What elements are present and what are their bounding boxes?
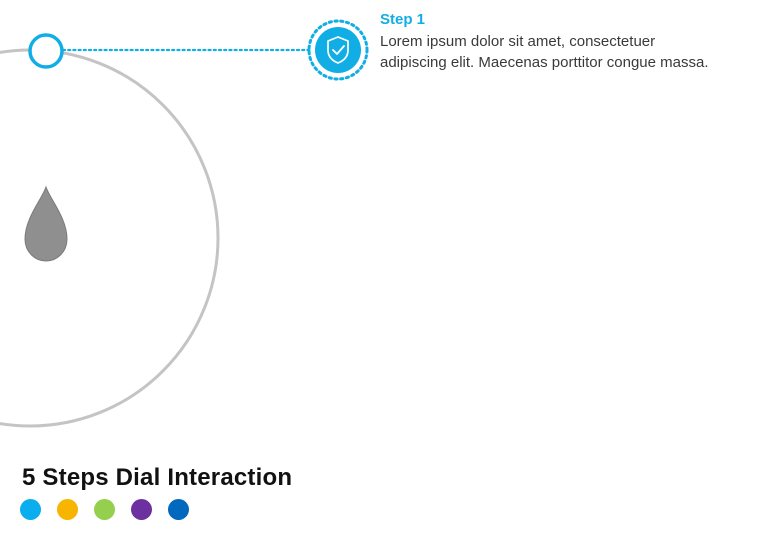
droplet-pointer-icon[interactable] <box>24 185 68 262</box>
step-badge <box>307 19 369 81</box>
step-card: Step 1 Lorem ipsum dolor sit amet, conse… <box>380 10 710 73</box>
step-marker[interactable] <box>28 33 64 69</box>
step-description: Lorem ipsum dolor sit amet, consectetuer… <box>380 33 709 71</box>
step-title: Step 1 <box>380 11 426 28</box>
step-dot-5[interactable] <box>168 499 189 520</box>
step-dot-3[interactable] <box>94 499 115 520</box>
step-badge-fill <box>315 27 361 73</box>
step-color-dots <box>20 499 189 520</box>
step-dot-4[interactable] <box>131 499 152 520</box>
step-dot-2[interactable] <box>57 499 78 520</box>
step-dot-1[interactable] <box>20 499 41 520</box>
step-badge-dotted-ring <box>307 19 369 81</box>
shield-check-icon <box>327 36 349 64</box>
page-title: 5 Steps Dial Interaction <box>22 464 293 491</box>
